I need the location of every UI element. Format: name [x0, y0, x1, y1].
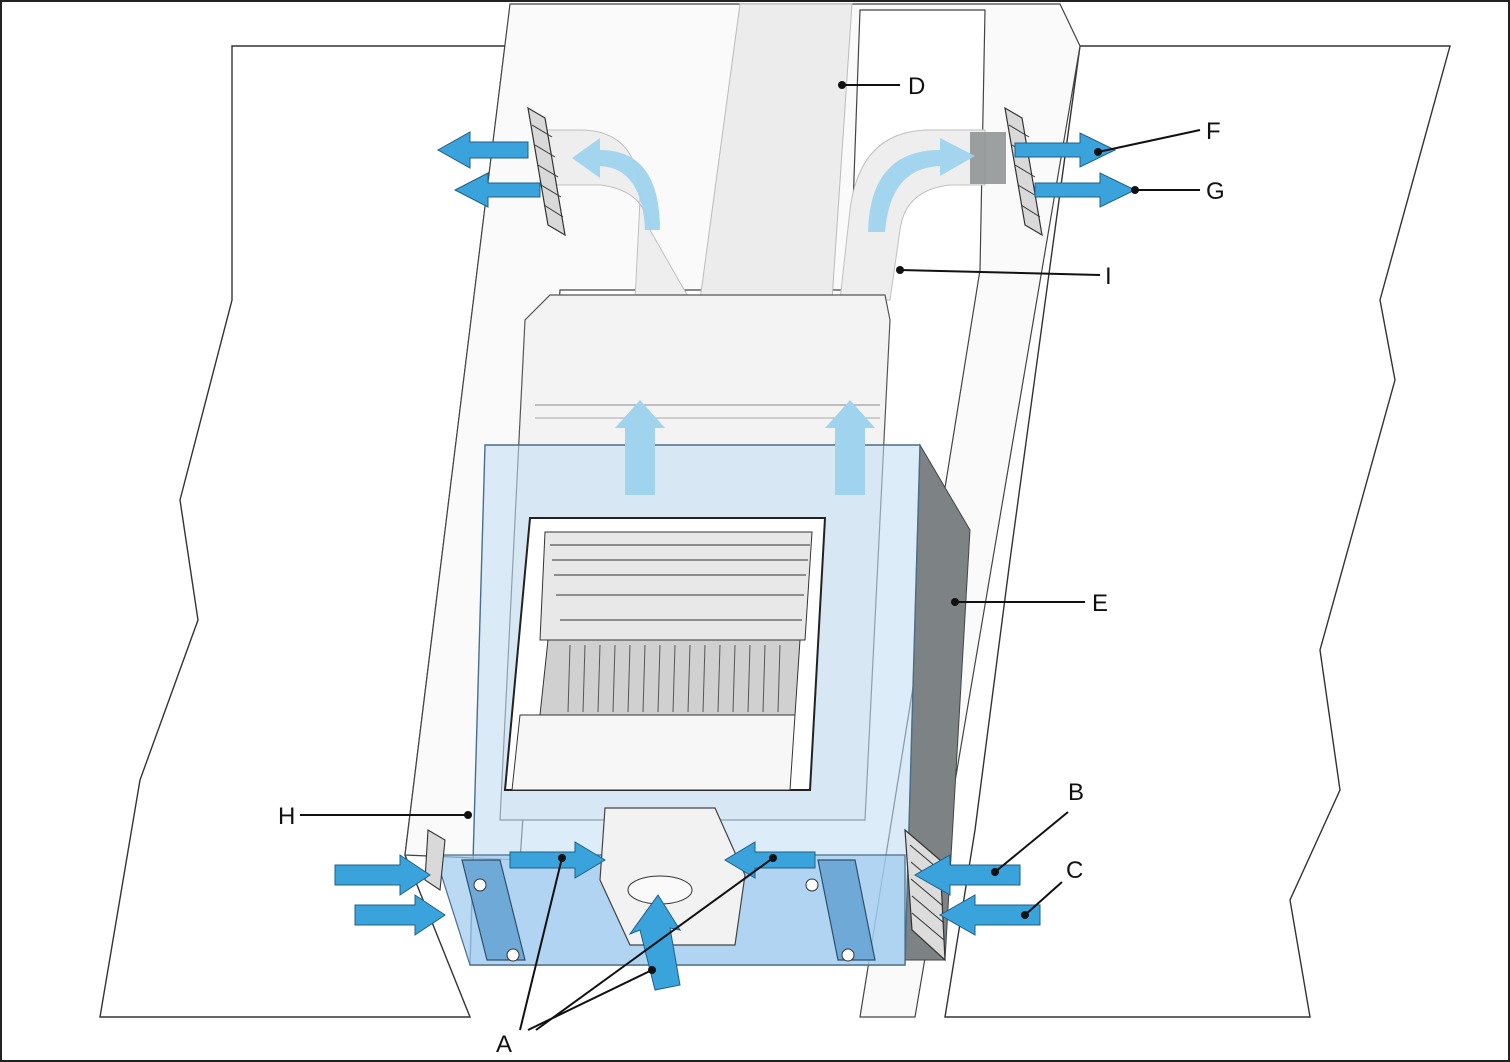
- hot-air-out-arrow-lower-right: [1034, 172, 1137, 208]
- label-h: H: [278, 803, 295, 830]
- cold-air-in-arrow-lower-left: [354, 894, 446, 936]
- cold-air-in-arrow-upper-left: [334, 854, 431, 896]
- leader-i: [899, 269, 1101, 276]
- duct-flow-arrow-right: [868, 138, 975, 232]
- hot-air-out-arrow-lower-left: [453, 172, 541, 208]
- label-d: D: [908, 73, 925, 100]
- duct-flow-arrow-left: [572, 138, 660, 230]
- leader-c: [1024, 881, 1063, 916]
- label-f: F: [1206, 118, 1221, 145]
- label-g: G: [1206, 178, 1225, 205]
- leader-dot-g: [1131, 186, 1139, 194]
- leader-dot-h: [464, 811, 472, 819]
- convection-arrow-left: [615, 400, 665, 495]
- convection-arrow-right: [825, 400, 875, 495]
- leader-dot-b: [991, 868, 999, 876]
- leader-f: [1097, 129, 1201, 153]
- hot-air-out-arrow-upper-left: [436, 131, 529, 169]
- firebox: [503, 517, 827, 791]
- leader-dot-a-1: [558, 854, 566, 862]
- foot: [805, 878, 819, 892]
- leader-dot-c: [1021, 911, 1029, 919]
- combustion-air-arrow-left: [509, 841, 606, 879]
- foot: [841, 948, 855, 962]
- leader-dot-f: [1094, 148, 1102, 156]
- hot-air-out-arrow-upper-right: [1014, 132, 1117, 168]
- left-outlet-grille: [527, 106, 566, 237]
- leader-a-3: [535, 857, 774, 1031]
- right-support-bracket: [817, 859, 876, 961]
- label-a: A: [496, 1031, 512, 1058]
- leader-dot-a-3: [769, 854, 777, 862]
- label-e: E: [1092, 590, 1108, 617]
- right-duct-connector: [970, 132, 1006, 184]
- label-i: I: [1105, 263, 1112, 290]
- leader-dot-i: [896, 266, 904, 274]
- right-hot-air-duct: [839, 129, 986, 301]
- air-inlet-box: [599, 807, 746, 946]
- right-inlet-grille: [904, 828, 946, 962]
- label-b: B: [1068, 779, 1084, 806]
- leader-dot-d: [838, 81, 846, 89]
- leader-a-1: [519, 857, 563, 1031]
- foot: [473, 878, 487, 892]
- label-c: C: [1066, 857, 1083, 884]
- leader-dot-e: [951, 598, 959, 606]
- right-wall: [944, 45, 1451, 1018]
- leader-dot-a-2: [648, 966, 656, 974]
- cold-air-in-arrow-b: [913, 854, 1021, 896]
- foot: [506, 948, 520, 962]
- cold-air-in-arrow-c: [938, 894, 1041, 936]
- leader-b: [994, 811, 1069, 873]
